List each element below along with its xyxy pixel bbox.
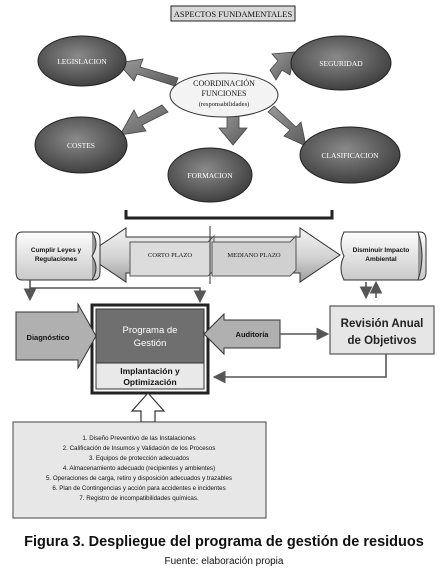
- formacion-node: FORMACION: [167, 147, 253, 203]
- svg-text:ASPECTOS FUNDAMENTALES: ASPECTOS FUNDAMENTALES: [174, 9, 293, 19]
- svg-text:SEGURIDAD: SEGURIDAD: [319, 59, 363, 68]
- programa-gestion-node: Programa de Gestión: [95, 308, 205, 364]
- arrow-to-costes: [119, 104, 169, 136]
- svg-text:de Objetivos: de Objetivos: [347, 335, 416, 347]
- gestion-frame: [90, 303, 210, 395]
- connector-lines: [23, 280, 383, 304]
- svg-text:(responsabilidades): (responsabilidades): [199, 101, 250, 108]
- measures-list: 1. Diseño Preventivo de las Instalacione…: [46, 435, 232, 502]
- svg-text:Programa de: Programa de: [123, 325, 178, 336]
- clasificacion-node: CLASIFICACION: [299, 126, 401, 184]
- costes-node: COSTES: [34, 116, 128, 174]
- mediano-plazo-label: MEDIANO PLAZO: [227, 252, 281, 259]
- disminuir-impacto-node: Disminuir Impacto Ambiental: [340, 231, 427, 281]
- svg-text:Gestión: Gestión: [134, 338, 167, 349]
- implantacion-node: Implantación y Optimización: [95, 362, 205, 390]
- figure-source: Fuente: elaboración propia: [164, 556, 284, 567]
- list-item: 5. Operaciones de carga, retiro y dispos…: [46, 475, 232, 482]
- list-item: 4. Almacenamiento adecuado (recipientes …: [63, 465, 215, 472]
- svg-text:COSTES: COSTES: [67, 141, 95, 150]
- svg-text:LEGISLACION: LEGISLACION: [57, 57, 107, 66]
- svg-text:Cumplir Leyes y: Cumplir Leyes y: [31, 247, 82, 254]
- list-item: 7. Registro de incompatibilidades químic…: [79, 495, 199, 502]
- revision-anual-node: Revisión Anual de Objetivos: [329, 305, 435, 355]
- list-item: 3. Equipos de protección adecuados: [89, 455, 189, 462]
- svg-text:FORMACION: FORMACION: [187, 171, 233, 180]
- arrow-to-seguridad: [269, 51, 296, 81]
- radial-arrows: [117, 51, 307, 147]
- svg-text:Regulaciones: Regulaciones: [35, 256, 78, 263]
- list-item: 2. Calificación de Insumos y Validación …: [63, 445, 216, 452]
- diagnostico-node: Diagnóstico: [15, 302, 97, 370]
- horizon-band: [85, 210, 341, 284]
- svg-text:FUNCIONES: FUNCIONES: [202, 89, 247, 98]
- list-to-implantacion-arrow: [130, 392, 166, 423]
- list-item: 6. Plan de Contingencias y acción para a…: [52, 485, 225, 492]
- svg-text:Optimización: Optimización: [123, 377, 176, 387]
- measures-list-box: [12, 421, 267, 519]
- svg-text:Diagnóstico: Diagnóstico: [27, 333, 70, 342]
- arrow-to-clasificacion: [267, 105, 307, 147]
- svg-text:COORDINACIÓN: COORDINACIÓN: [193, 78, 255, 88]
- svg-text:Ambiental: Ambiental: [365, 256, 397, 263]
- cumplir-leyes-node: Cumplir Leyes y Regulaciones: [15, 231, 101, 281]
- coordinacion-node: COORDINACIÓN FUNCIONES (responsabilidade…: [169, 72, 279, 118]
- seguridad-node: SEGURIDAD: [290, 35, 392, 91]
- aspectos-title: ASPECTOS FUNDAMENTALES: [170, 5, 296, 22]
- list-item: 1. Diseño Preventivo de las Instalacione…: [82, 435, 195, 442]
- svg-text:Revisión Anual: Revisión Anual: [341, 318, 424, 330]
- svg-text:Implantación y: Implantación y: [120, 366, 180, 376]
- svg-text:Disminuir Impacto: Disminuir Impacto: [353, 247, 410, 254]
- figure-caption: Figura 3. Despliegue del programa de ges…: [24, 534, 424, 550]
- svg-text:CLASIFICACION: CLASIFICACION: [321, 151, 379, 160]
- auditoria-node: Auditoría: [203, 312, 281, 356]
- corto-plazo-label: CORTO PLAZO: [148, 252, 192, 259]
- svg-text:Auditoría: Auditoría: [236, 330, 270, 339]
- legislacion-node: LEGISLACION: [37, 35, 127, 87]
- feedback-arrow: [212, 354, 387, 384]
- arrow-to-legislacion: [117, 58, 179, 87]
